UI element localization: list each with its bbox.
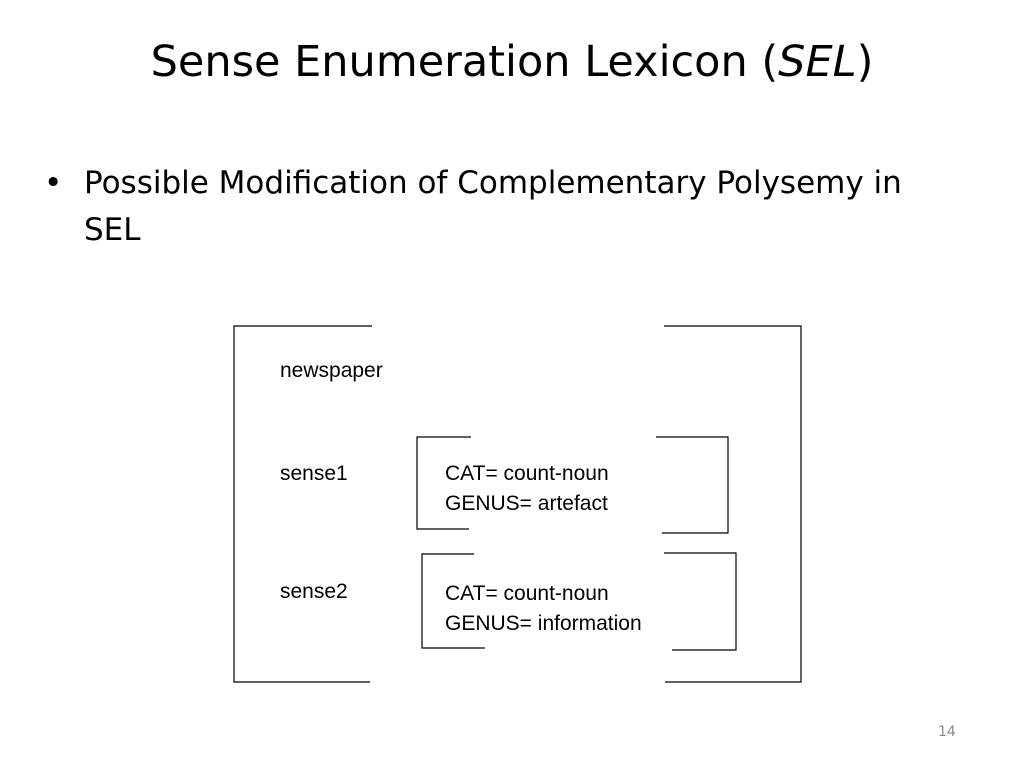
title-abbreviation: SEL	[778, 37, 857, 87]
lemma-label: newspaper	[280, 359, 383, 382]
slide-title: Sense Enumeration Lexicon (SEL)	[0, 28, 1024, 96]
outer-bracket-right	[664, 325, 802, 683]
page-number: 14	[938, 724, 956, 740]
sense1-bracket-right	[656, 436, 729, 534]
sense1-bracket-left	[416, 436, 471, 530]
sense2-genus-feature: GENUS= information	[445, 612, 642, 635]
sense1-features: CAT= count-noun GENUS= artefact	[445, 459, 609, 519]
sense2-bracket-left	[421, 553, 485, 649]
sense1-genus-feature: GENUS= artefact	[445, 492, 608, 515]
title-main-text: Sense Enumeration Lexicon (	[150, 37, 779, 87]
sense2-bracket-right	[664, 552, 737, 651]
sense1-cat-feature: CAT= count-noun	[445, 462, 609, 485]
bullet-text: Possible Modification of Complementary P…	[84, 165, 902, 248]
outer-bracket-left	[233, 325, 372, 683]
bullet-item: • Possible Modification of Complementary…	[44, 160, 964, 254]
bullet-dot-icon: •	[44, 165, 63, 201]
sense2-features: CAT= count-noun GENUS= information	[445, 579, 642, 639]
sense2-cat-feature: CAT= count-noun	[445, 582, 609, 605]
title-close-paren: )	[856, 37, 874, 87]
sense1-label: sense1	[280, 462, 348, 485]
sense2-label: sense2	[280, 580, 348, 603]
